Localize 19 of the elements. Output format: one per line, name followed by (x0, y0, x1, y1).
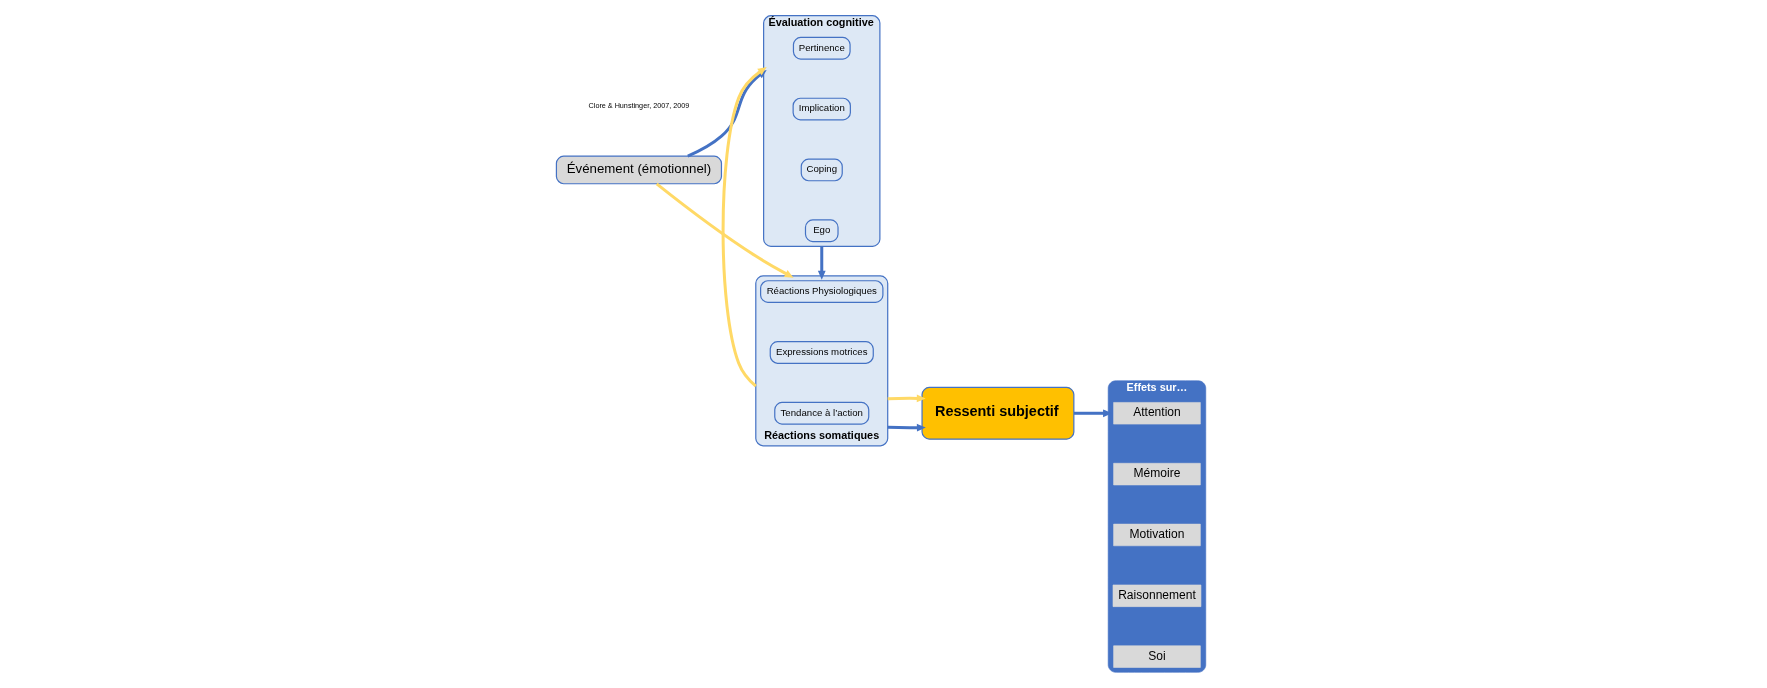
node-box: Expressions motrices (769, 341, 874, 364)
node-box: Attention (1113, 402, 1201, 425)
node-box: Réactions Physiologiques (760, 280, 884, 304)
node-box: Ressenti subjectif (921, 386, 1075, 440)
arrow (655, 182, 794, 278)
arrow (817, 246, 826, 280)
node-box: Mémoire (1113, 462, 1201, 486)
node-box: Pertinence (792, 36, 851, 60)
arrow (887, 423, 926, 432)
node-box: Motivation (1113, 523, 1201, 547)
node-box: Tendance à l’action (774, 401, 870, 425)
node-box: Raisonnement (1112, 584, 1202, 607)
node-box: Événement (émotionnel) (555, 155, 723, 185)
arrow (1074, 409, 1112, 418)
node-box: Ego (804, 219, 839, 243)
node-box: Coping (800, 158, 843, 182)
node-box: Implication (792, 97, 851, 121)
node-box: Soi (1113, 645, 1201, 668)
arrow (887, 394, 926, 403)
